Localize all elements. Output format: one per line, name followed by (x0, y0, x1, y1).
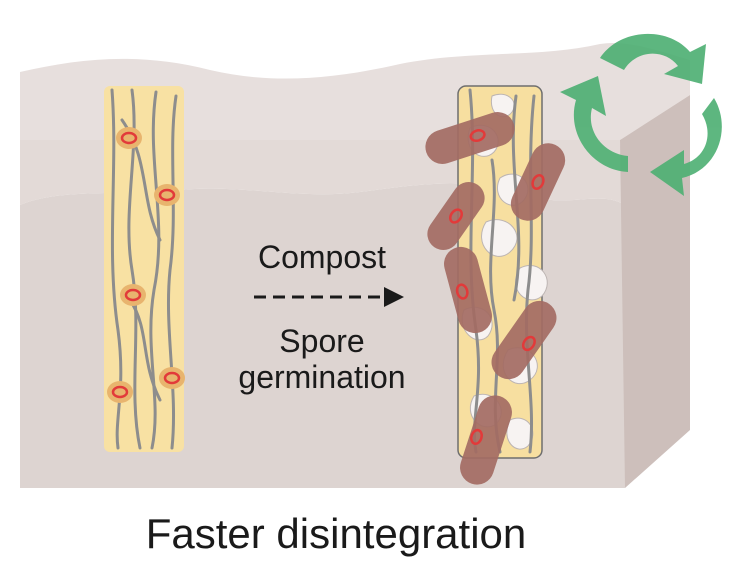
fibers (110, 88, 178, 450)
bacterium (491, 300, 557, 380)
bacterium (427, 181, 485, 251)
spore (107, 381, 133, 403)
spore (116, 127, 142, 149)
intact-material-strip (104, 86, 185, 452)
label-spore: Spore (279, 323, 364, 359)
bacterium (444, 246, 492, 334)
dashed-arrow-right-icon (254, 287, 404, 307)
spore (120, 284, 146, 306)
strip-background (104, 86, 184, 452)
bacterium (510, 143, 566, 221)
recycle-icon (560, 33, 722, 196)
bacteria (425, 112, 566, 485)
label-compost: Compost (258, 239, 386, 275)
bacterium (425, 112, 515, 164)
bacterium (460, 395, 512, 485)
spores (107, 127, 185, 403)
caption: Faster disintegration (146, 510, 527, 557)
soil-side-face (620, 95, 690, 488)
label-germination: germination (238, 359, 405, 395)
spore (159, 367, 185, 389)
spore (154, 184, 180, 206)
